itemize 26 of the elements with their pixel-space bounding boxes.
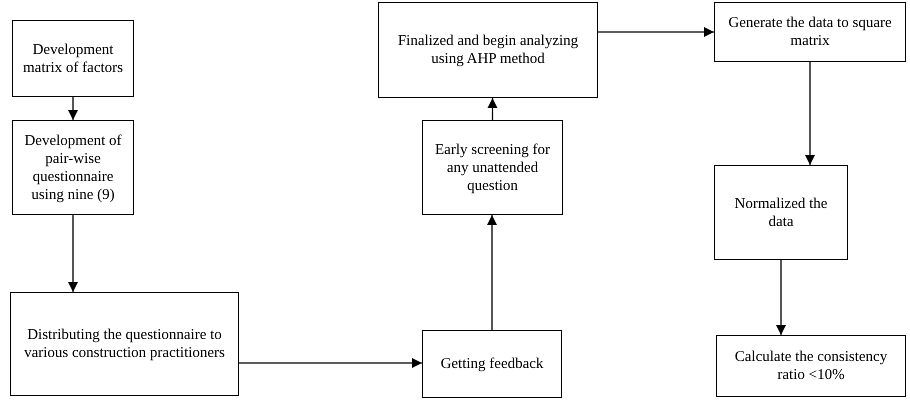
box-label: Normalized the data [734,194,828,230]
process-box [714,2,906,62]
box-label: Generate the data to square matrix [727,14,893,50]
process-box [12,120,134,215]
process-box [10,292,239,396]
arrow [487,215,497,330]
process-box [12,20,134,97]
process-box [378,2,598,98]
process-box [716,335,906,397]
arrow [68,215,78,292]
arrow [488,98,498,120]
box-label: Development of pair-wise questionnaire using nine (9) [23,132,123,204]
arrow [598,27,714,37]
process-box [422,120,563,215]
arrow [68,97,78,120]
process-box [714,165,848,260]
box-label: Development matrix of factors [22,40,124,76]
arrow [776,260,786,335]
arrow [805,62,815,165]
box-label: Getting feedback [440,355,544,373]
box-label: Early screening for any unattended question [434,140,551,194]
box-label: Finalized and begin analyzing using AHP method [396,32,580,68]
arrow [239,358,422,368]
box-label: Calculate the consistency ratio <10% [734,348,888,384]
process-box [422,330,562,398]
box-label: Distributing the questionnaire to various construction practitioners [23,326,226,362]
